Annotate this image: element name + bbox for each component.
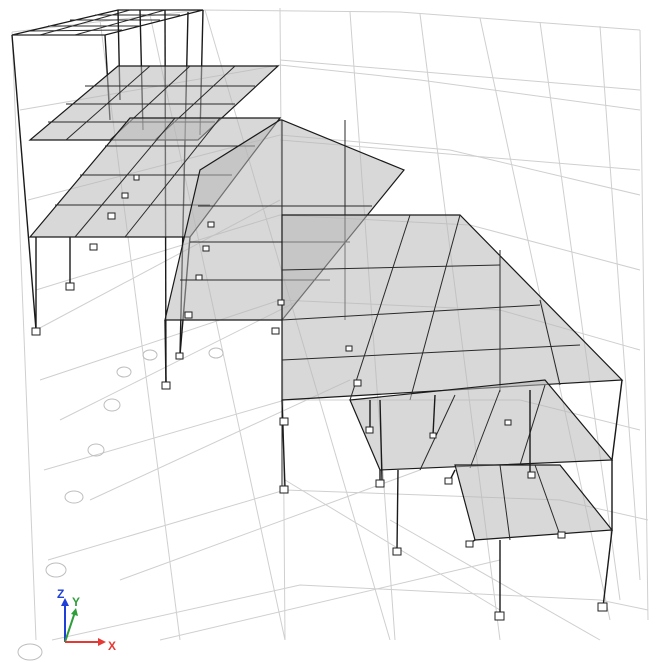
y-axis-arrow <box>64 611 76 643</box>
y-axis-label: Y <box>72 595 80 609</box>
grid-bubbles <box>17 347 224 661</box>
reference-grid <box>11 7 649 641</box>
slab-right-mid <box>349 379 614 480</box>
z-axis-label: Z <box>57 587 64 601</box>
x-axis-label: X <box>108 639 116 653</box>
column-supports <box>31 174 608 621</box>
slab-right-lower <box>454 464 614 541</box>
axis-triad: Z Y X <box>57 587 116 653</box>
